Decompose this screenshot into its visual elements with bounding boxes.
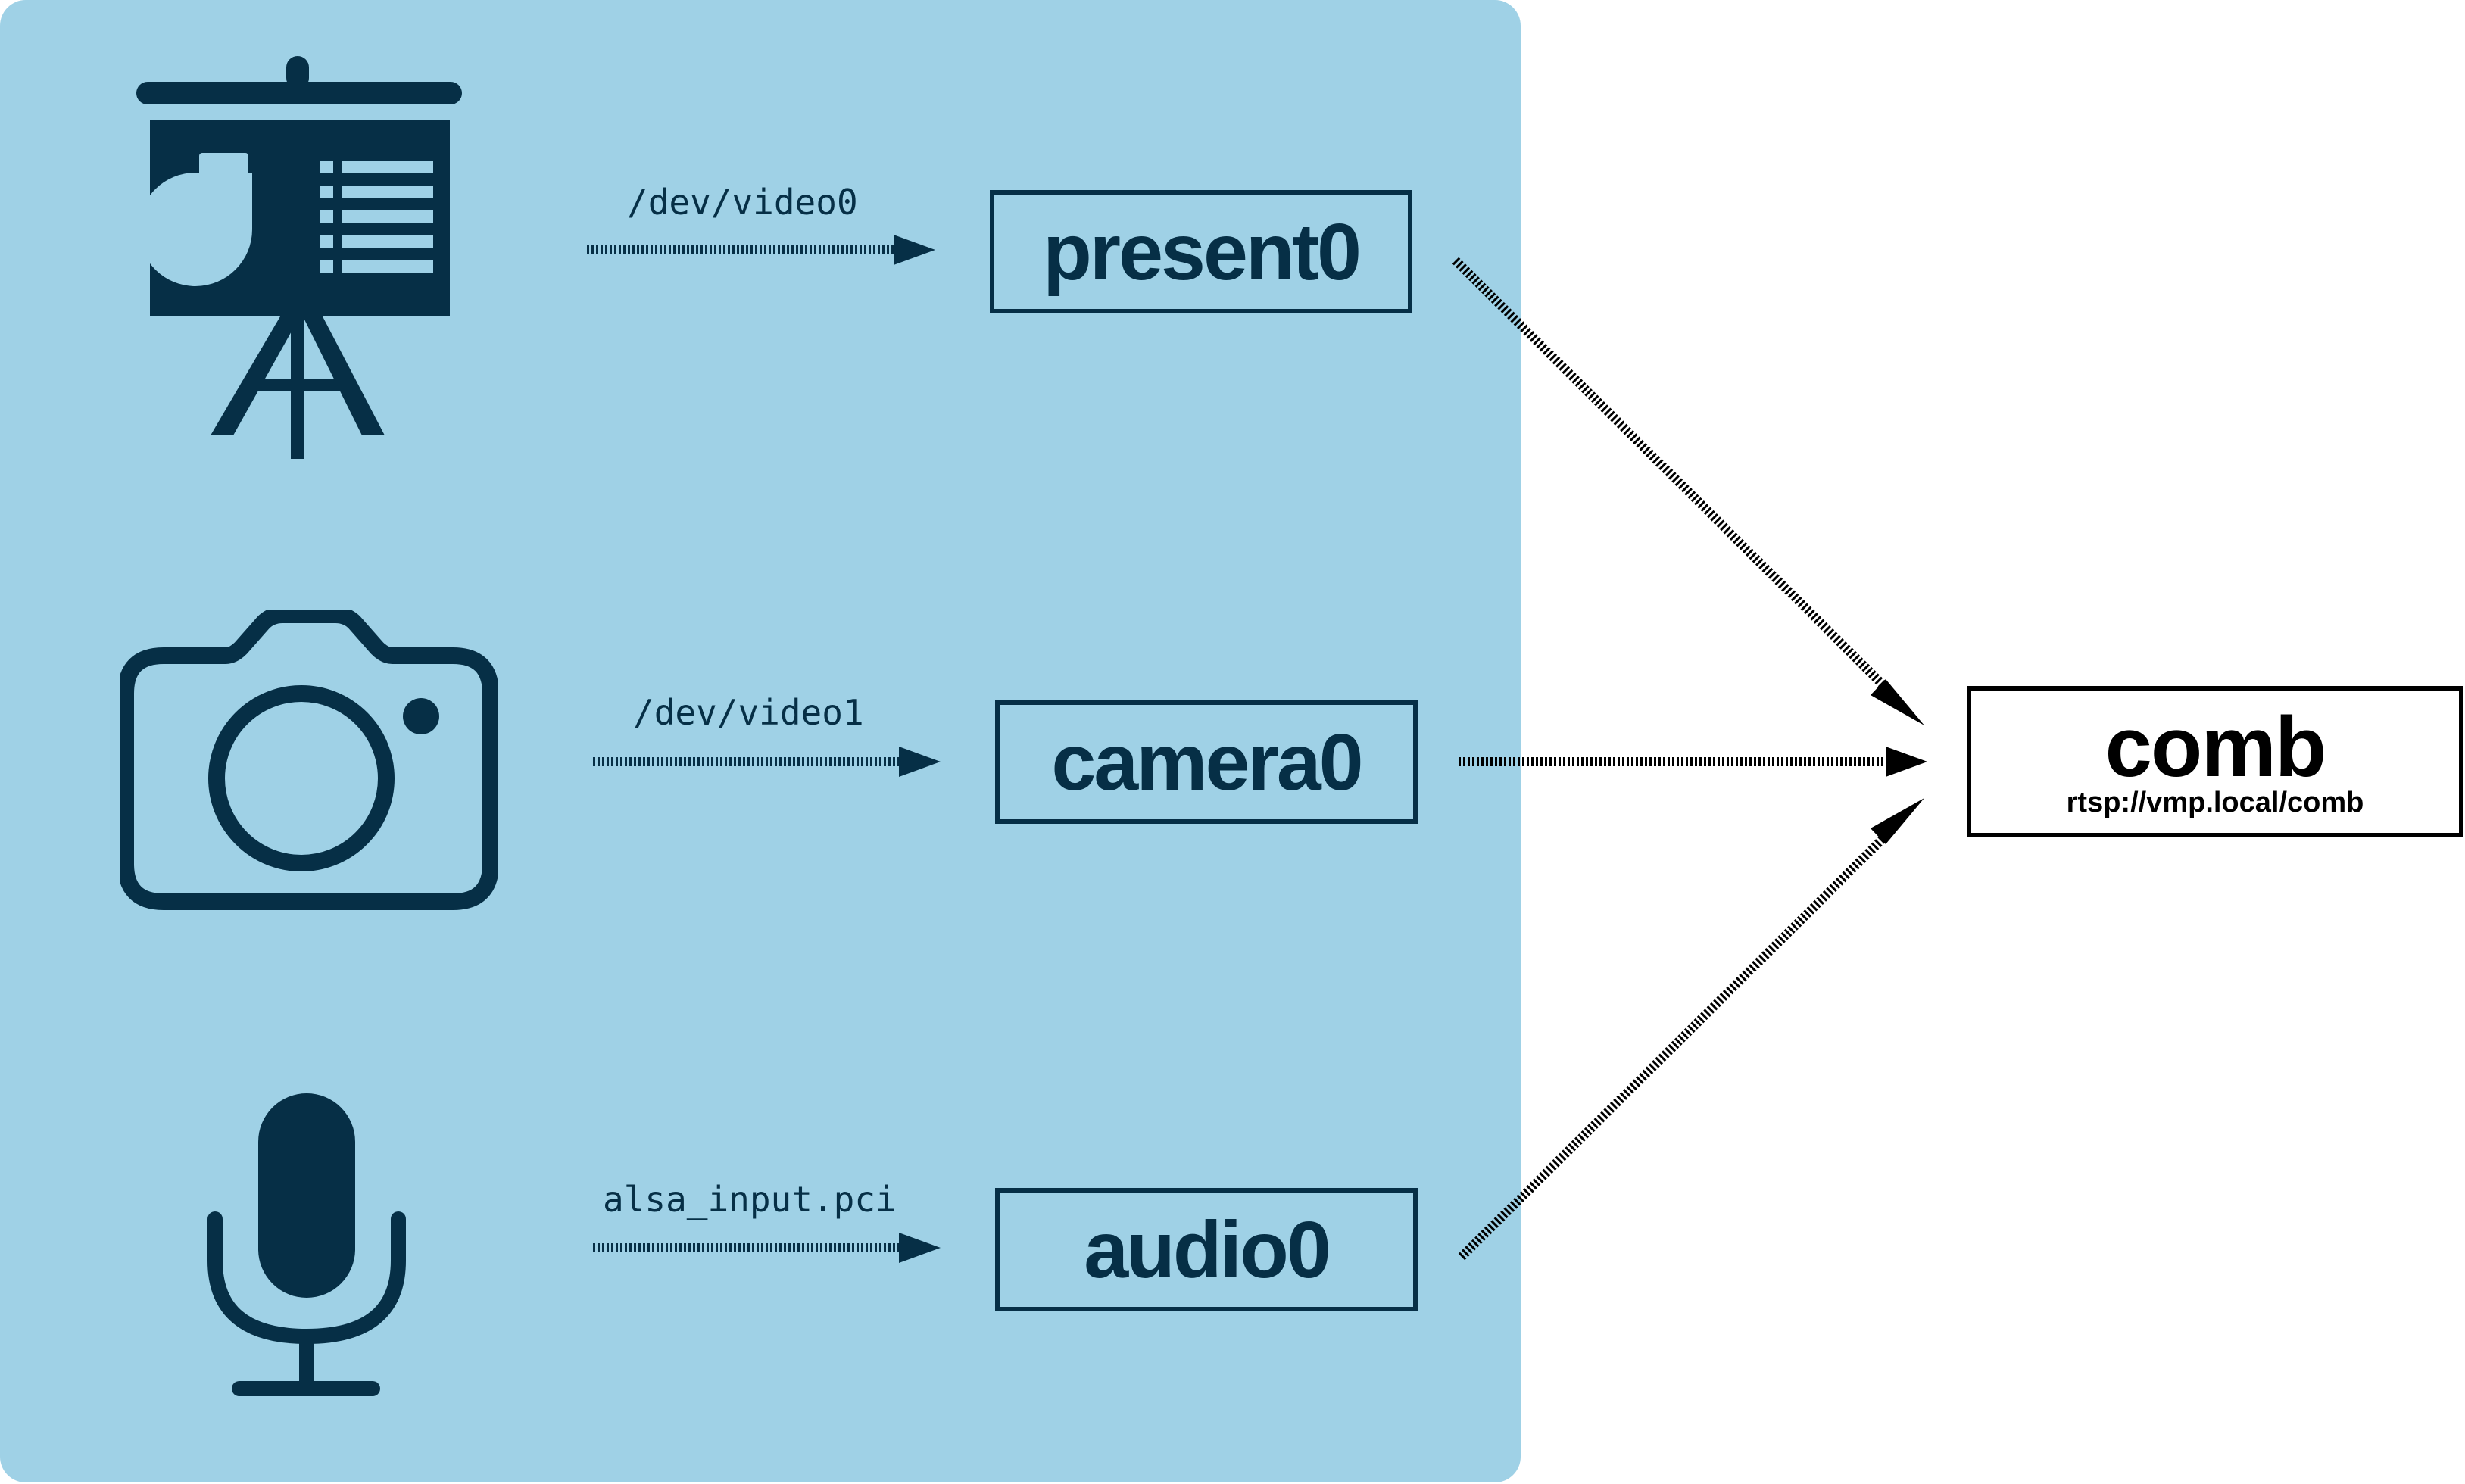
edge-label-video1: /dev/video1 [633, 692, 864, 733]
node-present0-label: present0 [1043, 207, 1362, 297]
presentation-easel-icon [136, 56, 462, 459]
edge-label-alsa: alsa_input.pci [603, 1179, 897, 1220]
arrow-alsa [593, 1233, 941, 1263]
node-camera0: camera0 [995, 700, 1418, 824]
comb-url: rtsp://vmp.local/comb [2066, 787, 2364, 819]
node-audio0-label: audio0 [1084, 1205, 1331, 1295]
node-comb: comb rtsp://vmp.local/comb [1967, 686, 2463, 837]
arrow-video0 [587, 235, 935, 265]
node-present0: present0 [990, 190, 1412, 313]
edge-label-video0: /dev/video0 [627, 182, 858, 223]
camera-icon [120, 610, 498, 910]
arrow-present0-to-comb [1452, 257, 1924, 725]
node-camera0-label: camera0 [1051, 717, 1363, 807]
comb-title: comb [2105, 700, 2327, 795]
arrow-camera0-to-comb [1459, 747, 1927, 777]
node-audio0: audio0 [995, 1188, 1418, 1311]
microphone-icon [207, 1093, 406, 1396]
arrow-audio0-to-comb [1458, 798, 1924, 1261]
arrow-video1 [593, 747, 941, 777]
